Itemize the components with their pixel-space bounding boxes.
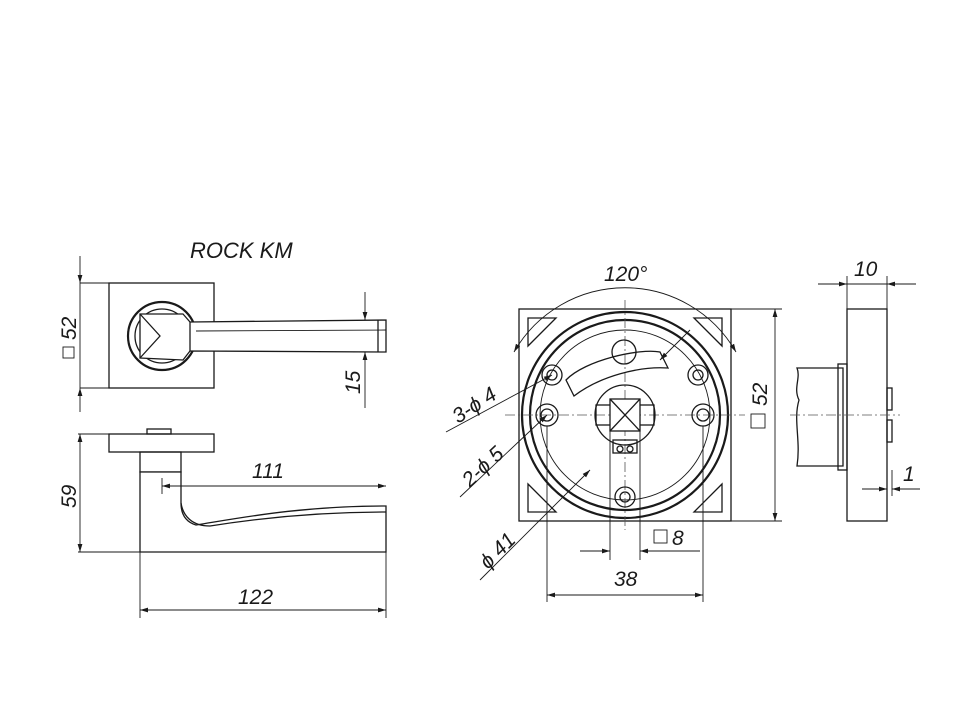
rose-cap-side	[146, 428, 172, 435]
mount-front-view: 120° 52 3-ϕ 4 2-ϕ 5 ϕ 41 8 38	[445, 263, 782, 602]
small-ring	[611, 339, 637, 365]
corner-bracket	[692, 482, 723, 513]
rose-side-view: 10 1	[790, 258, 920, 522]
lever-highlight	[195, 329, 387, 332]
hole-phi4	[614, 486, 636, 508]
square-symbol-icon	[750, 413, 766, 429]
lever-top	[139, 313, 387, 361]
dim-rose-square: 52	[58, 316, 81, 340]
spindle-diag	[609, 398, 641, 432]
dim-holes-2: 2-ϕ 5	[457, 442, 509, 492]
dim-total-height: 59	[58, 484, 81, 508]
dim-holes-3: 3-ϕ 4	[448, 383, 501, 428]
dim-total-length: 122	[238, 586, 273, 609]
rose-plate-side	[108, 433, 215, 453]
hole-phi4	[541, 364, 563, 386]
dim-spindle-square: 8	[672, 527, 684, 550]
handle-top-view: 52 15	[58, 256, 387, 412]
lock-dot	[626, 445, 634, 453]
dim-mount-square: 52	[749, 382, 772, 406]
neck-side	[139, 451, 182, 473]
hole-phi4-inner	[692, 369, 704, 381]
spacer-top	[886, 387, 893, 411]
dim-hole-spacing: 38	[614, 568, 638, 591]
dim-rose-thickness: 10	[854, 258, 878, 281]
dim-circle-diameter: ϕ 41	[475, 528, 520, 573]
slot-arc	[565, 350, 670, 397]
spacer-bottom	[886, 419, 893, 443]
handle-side-view: 59 111 122	[58, 428, 387, 618]
lever-side	[139, 471, 387, 553]
lever-base-fold	[139, 313, 161, 359]
lever-curve	[180, 502, 387, 527]
leader-line	[659, 329, 691, 361]
hub-lock	[612, 439, 638, 454]
dim-step: 1	[903, 463, 915, 486]
dim-handle-thickness: 15	[342, 370, 365, 394]
square-symbol-icon	[653, 529, 668, 544]
rose-base-side	[837, 363, 848, 471]
door-section	[796, 367, 844, 467]
leader-line	[445, 374, 553, 433]
square-symbol-icon	[62, 346, 75, 359]
corner-bracket	[527, 482, 558, 513]
dim-angle: 120°	[604, 263, 647, 286]
angle-arc	[513, 287, 737, 353]
hub-circle	[594, 384, 656, 446]
hole-phi4-inner	[619, 491, 631, 503]
leader-line	[479, 469, 591, 581]
leader-line	[459, 414, 548, 498]
lock-dot	[616, 445, 624, 453]
hole-phi4	[687, 364, 709, 386]
dim-handle-length: 111	[252, 460, 284, 483]
model-title: ROCK KM	[190, 238, 293, 263]
hole-phi5-inner	[696, 408, 710, 422]
